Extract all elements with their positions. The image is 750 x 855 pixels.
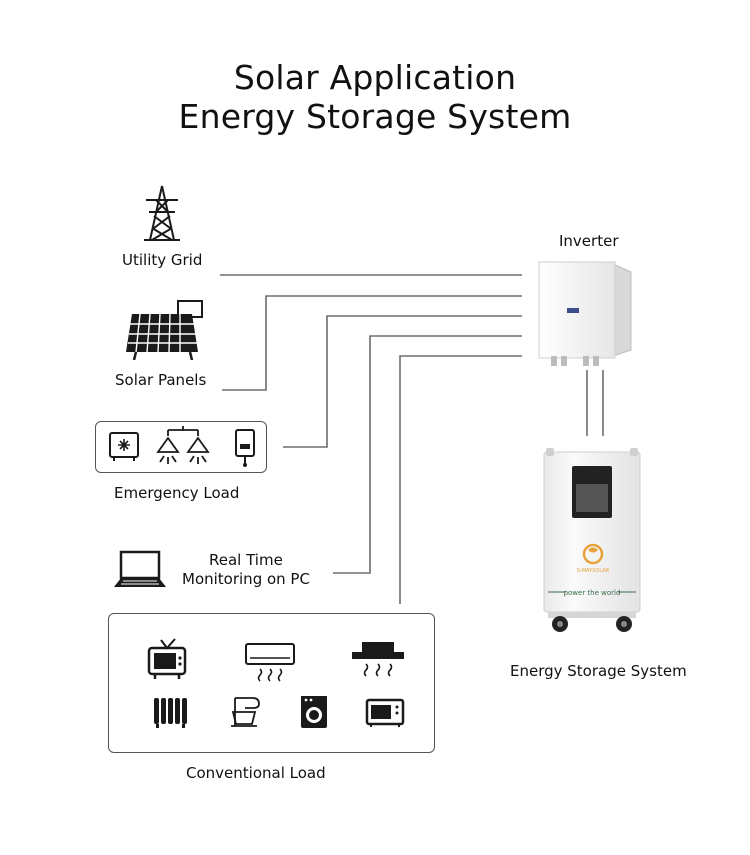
laptop-icon	[114, 550, 166, 587]
power-tower-icon	[144, 185, 180, 241]
battery-slogan: power the world	[564, 589, 621, 597]
diagram-title-line1: Solar Application	[233, 58, 517, 97]
inverter-unit	[538, 261, 632, 366]
emergency-wire	[283, 315, 522, 448]
energy-storage-cabinet: S-MAYSOLAR power the world	[543, 448, 641, 632]
ceiling-lamp-icon	[156, 426, 210, 464]
microwave-icon	[365, 698, 405, 727]
monitoring-label-line1: Real Time	[209, 551, 283, 569]
monitoring-wire	[333, 335, 522, 574]
conventional-wire	[399, 355, 522, 604]
washing-machine-icon	[301, 696, 327, 728]
range-hood-icon	[352, 642, 404, 677]
inverter-label: Inverter	[559, 232, 619, 250]
monitoring-label-line2: Monitoring on PC	[182, 570, 310, 588]
air-conditioner-icon	[245, 643, 295, 682]
energy-storage-label: Energy Storage System	[510, 662, 687, 680]
radiator-icon	[154, 698, 187, 728]
utility-grid-label: Utility Grid	[122, 251, 203, 269]
emergency-load-box	[95, 421, 267, 473]
tv-icon	[147, 638, 187, 679]
diagram-title-line2: Energy Storage System	[178, 97, 572, 136]
refrigerator-icon	[109, 432, 139, 461]
conventional-load-box	[108, 613, 435, 753]
emergency-load-label: Emergency Load	[114, 484, 240, 502]
water-heater-icon	[235, 429, 255, 467]
conventional-load-label: Conventional Load	[186, 764, 326, 782]
solar-panel-icon	[126, 300, 203, 360]
battery-brand: S-MAYSOLAR	[577, 568, 610, 574]
solar-panels-label: Solar Panels	[115, 371, 207, 389]
mixer-icon	[231, 697, 260, 727]
solar-wire	[222, 295, 522, 391]
